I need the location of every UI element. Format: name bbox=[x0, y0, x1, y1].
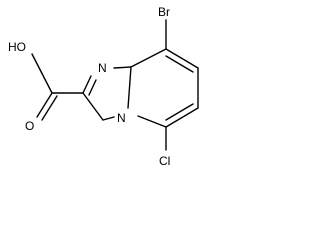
bond-c2-c3 bbox=[82, 92, 104, 121]
carbonyl-oxygen-label: O bbox=[25, 119, 34, 133]
chlorine-label: Cl bbox=[159, 154, 170, 168]
bond-c5-n4 bbox=[137, 115, 167, 128]
imidazole-nitrogen-label: N bbox=[98, 61, 107, 75]
bonds bbox=[31, 19, 199, 151]
bond-c2-n1-inner bbox=[88, 79, 97, 96]
bond-c-o-double-b bbox=[41, 95, 58, 121]
bond-c6-c5-inner bbox=[165, 103, 194, 121]
bond-c8-c7 bbox=[165, 48, 199, 69]
bond-c2-n1 bbox=[82, 75, 92, 94]
bond-c8-c7-inner bbox=[165, 55, 194, 73]
hydroxyl-label: HO bbox=[8, 40, 26, 54]
bond-n1-c8a bbox=[113, 66, 132, 69]
bond-c3-n4 bbox=[102, 116, 115, 121]
bromine-label: Br bbox=[158, 5, 170, 19]
bond-n4-c8a bbox=[127, 66, 132, 109]
structure-canvas: HO O N N Br Cl bbox=[0, 0, 212, 176]
bond-c6-c5 bbox=[165, 107, 199, 128]
bridgehead-nitrogen-label: N bbox=[117, 111, 126, 125]
bond-c8a-c8 bbox=[130, 48, 167, 68]
bond-c-oh bbox=[31, 53, 53, 94]
bond-c-o-double-a bbox=[36, 92, 53, 118]
atom-labels: HO O N N Br Cl bbox=[8, 5, 170, 168]
molecule-diagram: HO O N N Br Cl bbox=[8, 5, 199, 168]
